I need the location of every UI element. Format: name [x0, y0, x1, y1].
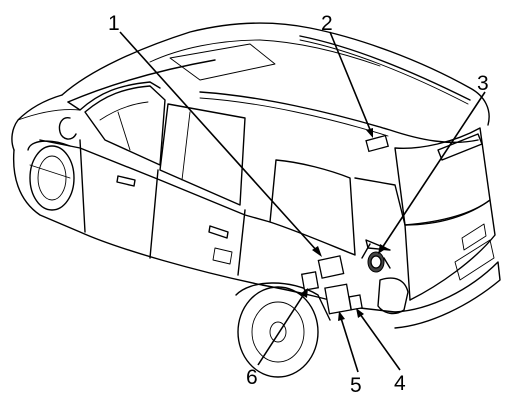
rear-bumper [394, 261, 501, 329]
callout-6: 6 [246, 366, 258, 389]
callout-1: 1 [108, 12, 120, 35]
windshield [67, 81, 161, 111]
leader-line-3 [381, 91, 486, 249]
cargo-window [269, 159, 356, 256]
callout-4: 4 [394, 372, 406, 395]
rear-quarter-edge [237, 209, 246, 276]
front-wheel [27, 140, 75, 211]
component-2-roof-module [365, 134, 390, 153]
leader-lines [119, 31, 486, 373]
component-1-module [317, 255, 345, 279]
leader-arrow-1 [312, 246, 322, 257]
leader-line-6 [257, 293, 305, 366]
leader-arrow-5 [338, 311, 345, 321]
rear-body [354, 177, 411, 301]
leader-arrow-4 [356, 308, 364, 318]
roof-outline [61, 22, 490, 126]
leader-arrow-3 [378, 244, 387, 254]
component-5-module [324, 283, 352, 315]
rear-spoiler [437, 133, 483, 161]
front-door-edge [79, 139, 86, 233]
leader-arrow-2 [366, 128, 373, 138]
side-mirror [58, 117, 77, 140]
leader-line-1 [119, 31, 319, 253]
rear-side-window [159, 103, 246, 206]
callout-3: 3 [477, 72, 489, 95]
roof-panel [149, 39, 381, 67]
callout-5: 5 [350, 374, 362, 397]
leader-line-4 [359, 313, 401, 371]
component-6-module [300, 271, 320, 291]
tail-light [377, 277, 409, 315]
roof-rail-right [299, 35, 471, 101]
rear-tailgate-glass [394, 127, 491, 226]
front-side-window [84, 85, 166, 166]
roof-rail-left [67, 59, 216, 103]
rear-wheel [235, 282, 331, 378]
front-door-handle [116, 175, 136, 187]
rear-door-handle [208, 225, 229, 239]
callout-labels: 1 2 3 4 5 6 [108, 12, 489, 397]
leader-arrow-6 [300, 288, 308, 298]
vehicle-illustration [11, 22, 501, 378]
component-3-assembly [361, 239, 391, 273]
leader-line-2 [329, 31, 372, 133]
sunroof-outline [169, 43, 276, 81]
leader-line-5 [340, 317, 359, 373]
components [300, 134, 391, 315]
callout-2: 2 [321, 12, 333, 35]
fuel-door [212, 247, 233, 265]
rear-door-edge [149, 169, 159, 259]
